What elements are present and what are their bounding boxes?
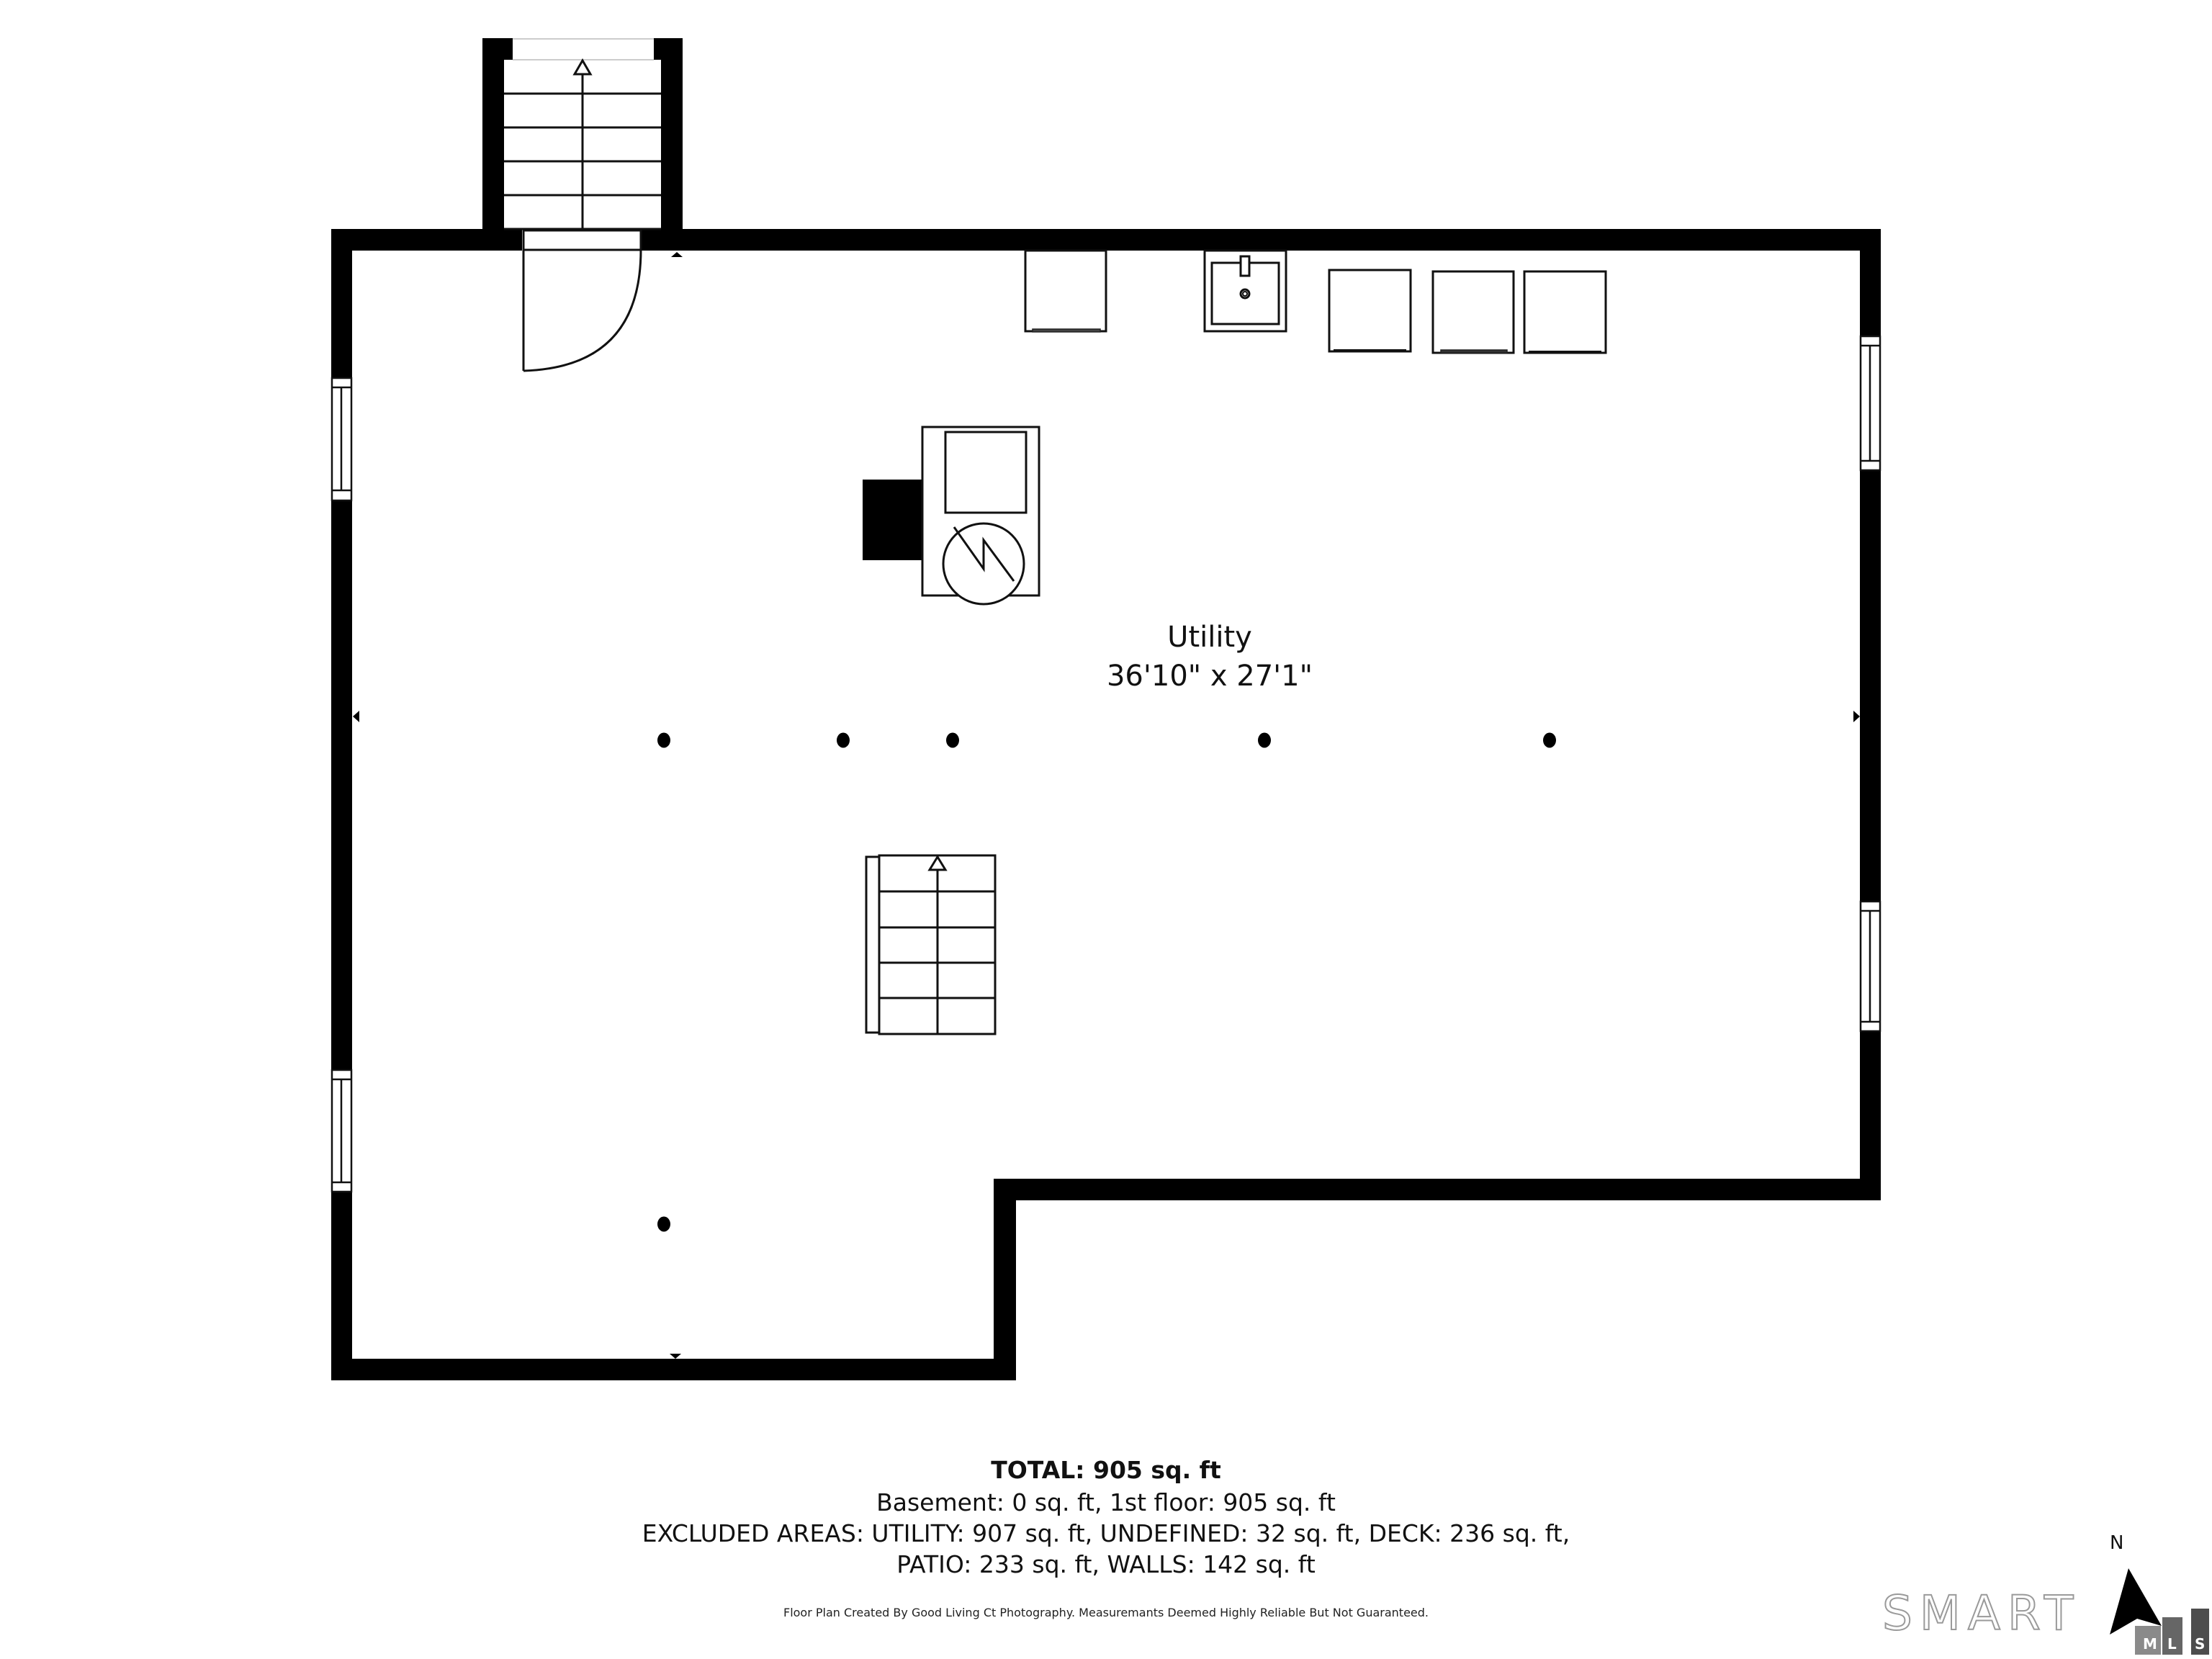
entry-door[interactable] bbox=[522, 229, 642, 372]
svg-text:S: S bbox=[2195, 1635, 2205, 1653]
room-dimensions: 36'10" x 27'1" bbox=[1106, 660, 1313, 693]
window-right-top bbox=[1859, 335, 1881, 472]
total-area: TOTAL: 905 sq. ft bbox=[991, 1456, 1221, 1484]
smart-mls-logo: N SMART M L S bbox=[1872, 1532, 2212, 1659]
floor-breakdown: Basement: 0 sq. ft, 1st floor: 905 sq. f… bbox=[876, 1488, 1336, 1516]
stair-up-arrow-icon bbox=[927, 855, 948, 871]
excluded-areas-line-2: PATIO: 233 sq. ft, WALLS: 142 sq. ft bbox=[896, 1550, 1316, 1578]
cabinet bbox=[1024, 249, 1107, 333]
marker-bottom-icon bbox=[670, 1354, 681, 1359]
north-label: N bbox=[2110, 1532, 2124, 1554]
marker-left-icon bbox=[353, 711, 359, 722]
windows bbox=[331, 335, 1881, 1193]
svg-text:L: L bbox=[2167, 1635, 2177, 1653]
marker-top-icon bbox=[671, 252, 683, 257]
marker-right-icon bbox=[1853, 711, 1860, 722]
window-right-bottom bbox=[1859, 900, 1881, 1033]
disclaimer: Floor Plan Created By Good Living Ct Pho… bbox=[783, 1606, 1429, 1619]
lightning-icon bbox=[953, 526, 1015, 582]
interior-stairs bbox=[865, 854, 997, 1035]
window-left-bottom bbox=[331, 1069, 353, 1193]
logo-wordmark: SMART bbox=[1881, 1585, 2081, 1642]
compass-icon: M L S bbox=[2110, 1568, 2209, 1655]
excluded-areas-line-1: EXCLUDED AREAS: UTILITY: 907 sq. ft, UND… bbox=[642, 1519, 1570, 1547]
dryer bbox=[1523, 270, 1607, 354]
furnace-water-heater bbox=[863, 426, 1040, 606]
appliances bbox=[1328, 269, 1607, 354]
exterior-stairs bbox=[504, 58, 661, 230]
room-name: Utility bbox=[1167, 621, 1252, 654]
window-left-top bbox=[331, 377, 353, 502]
appliance-1 bbox=[1328, 269, 1412, 353]
washer bbox=[1431, 270, 1515, 354]
svg-text:M: M bbox=[2143, 1635, 2157, 1653]
stair-up-arrow-icon bbox=[572, 58, 593, 76]
utility-sink bbox=[1203, 249, 1287, 333]
support-posts bbox=[657, 732, 1556, 1232]
walls bbox=[331, 38, 1881, 1380]
